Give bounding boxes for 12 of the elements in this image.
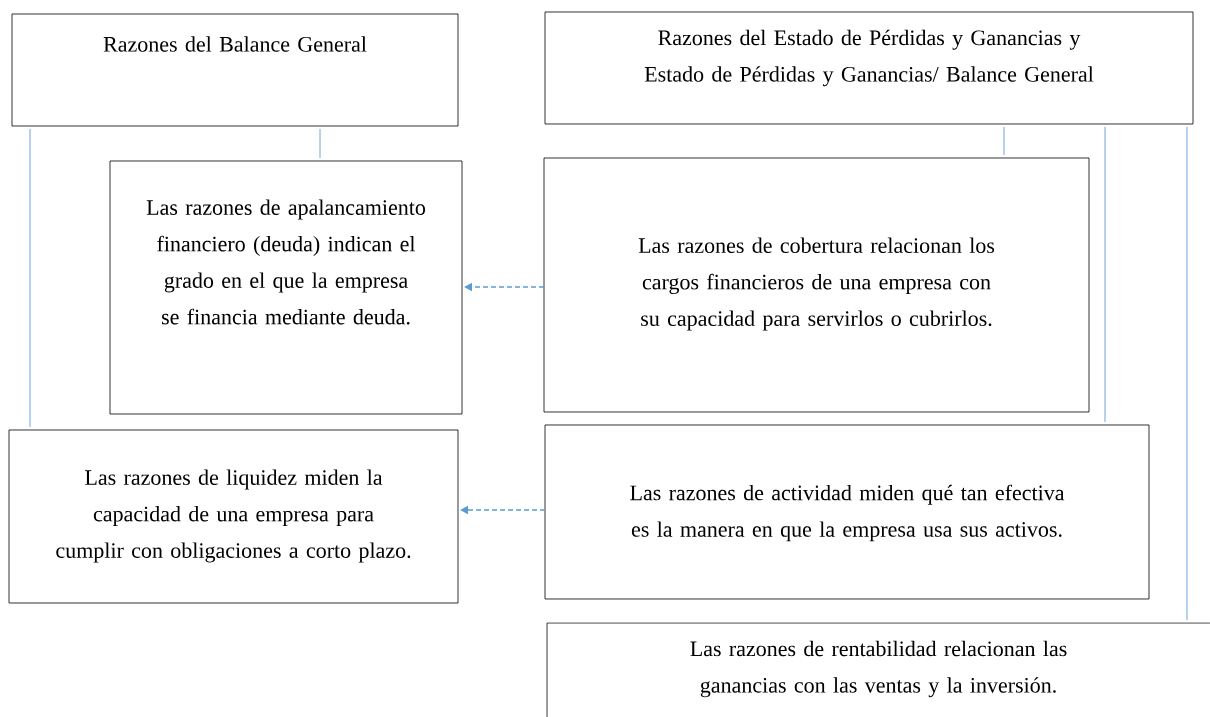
connector-line: [1186, 126, 1188, 621]
text-box: Las razones de liquidez miden la capacidad de una empresa para cumplir con obligaciones a corto plazo.: [8, 429, 459, 604]
text-box: Razones del Estado de Pérdidas y Ganancias y Estado de Pérdidas y Ganancias/ Balance General: [544, 11, 1194, 125]
connector-line: [1104, 126, 1106, 423]
text-box: Las razones de apalancamiento financiero (deuda) indican el grado en el que la empresa se financia mediante deuda.: [109, 160, 463, 415]
text-box: Las razones de actividad miden qué tan efectiva es la manera en que la empresa usa sus activos.: [544, 424, 1150, 600]
text-box: Razones del Balance General: [11, 13, 459, 127]
text-box: Las razones de cobertura relacionan los cargos financieros de una empresa con su capacidad para servirlos o cubrirlos.: [543, 157, 1090, 413]
connector-line: [1003, 126, 1005, 156]
text-box: Las razones de rentabilidad relacionan las ganancias con las ventas y la inversión.: [546, 622, 1210, 717]
connector-line: [29, 128, 31, 428]
connector-line: [319, 128, 321, 159]
